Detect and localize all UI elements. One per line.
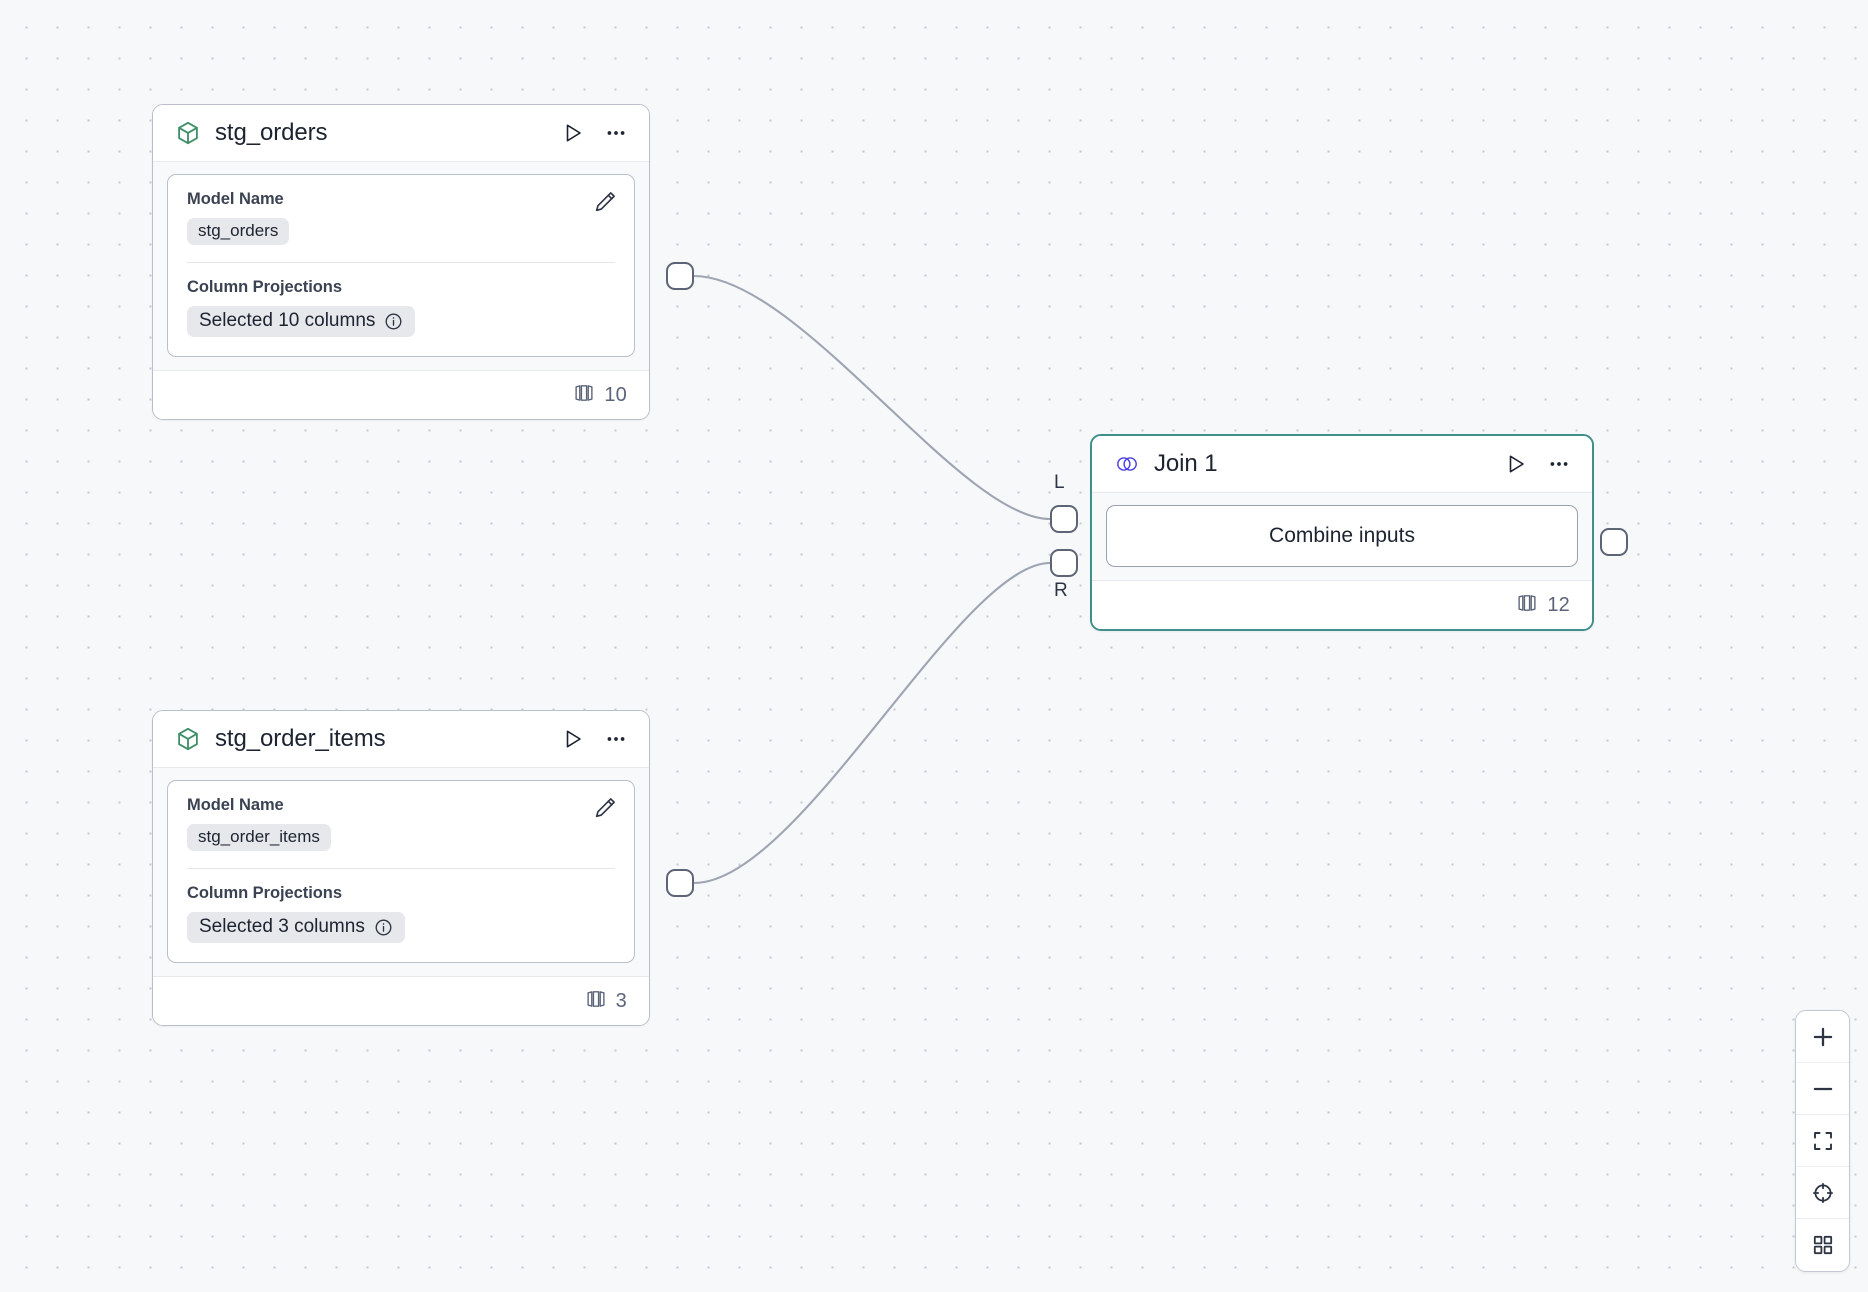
model-config-panel: Model Name stg_orders Column Projections…	[167, 174, 635, 358]
column-projections-text: Selected 3 columns	[199, 916, 365, 938]
info-icon[interactable]	[374, 918, 393, 937]
input-port-label-right: R	[1054, 580, 1068, 601]
node-footer: 12	[1092, 580, 1592, 629]
node-header: Join 1	[1092, 436, 1592, 493]
node-title: Join 1	[1154, 450, 1218, 477]
node-header: stg_order_items	[153, 711, 649, 768]
node-footer: 3	[153, 976, 649, 1026]
more-options-button[interactable]	[603, 121, 629, 145]
run-button[interactable]	[559, 725, 587, 753]
node-title: stg_orders	[215, 119, 328, 146]
info-icon[interactable]	[384, 312, 403, 331]
columns-icon	[585, 988, 607, 1015]
run-button[interactable]	[559, 119, 587, 147]
model-name-value[interactable]: stg_orders	[187, 218, 290, 245]
column-projections-text: Selected 10 columns	[199, 310, 376, 332]
input-port-label-left: L	[1054, 472, 1065, 493]
panel-divider	[187, 262, 615, 264]
combine-inputs-button[interactable]: Combine inputs	[1106, 505, 1578, 567]
edit-icon[interactable]	[592, 189, 618, 215]
node-stg-orders[interactable]: stg_orders	[152, 104, 650, 421]
toggle-grid-icon[interactable]	[1796, 1219, 1849, 1271]
node-footer: 10	[153, 370, 649, 420]
output-port-join-1[interactable]	[1600, 528, 1628, 556]
edge-stg-order-items-to-join-right	[692, 561, 1052, 885]
more-options-button[interactable]	[603, 727, 629, 751]
column-count: 12	[1547, 593, 1570, 616]
cube-icon	[175, 726, 201, 752]
column-count: 3	[615, 989, 627, 1012]
edit-icon[interactable]	[592, 795, 618, 821]
node-join-1[interactable]: Join 1 Combine inputs	[1090, 434, 1594, 631]
model-name-value[interactable]: stg_order_items	[187, 824, 331, 851]
zoom-out-button[interactable]	[1796, 1063, 1849, 1115]
node-header: stg_orders	[153, 105, 649, 162]
center-view-icon[interactable]	[1796, 1167, 1849, 1219]
node-body: Combine inputs	[1092, 493, 1592, 580]
columns-icon	[1516, 592, 1538, 619]
column-projections-label: Column Projections	[187, 884, 342, 903]
run-button[interactable]	[1502, 450, 1530, 478]
column-projections-value[interactable]: Selected 3 columns	[187, 912, 405, 944]
panel-divider	[187, 868, 615, 870]
node-title: stg_order_items	[215, 725, 386, 752]
view-controls-panel[interactable]	[1795, 1010, 1850, 1272]
columns-icon	[573, 382, 595, 409]
column-count: 10	[604, 383, 627, 406]
zoom-in-button[interactable]	[1796, 1011, 1849, 1063]
node-body: Model Name stg_order_items Column Projec…	[153, 768, 649, 977]
output-port-stg-orders[interactable]	[666, 262, 694, 290]
model-name-label: Model Name	[187, 796, 284, 814]
output-port-stg-order-items[interactable]	[666, 869, 694, 897]
edge-stg-orders-to-join-left	[692, 274, 1052, 521]
more-options-button[interactable]	[1546, 452, 1572, 476]
fit-view-icon[interactable]	[1796, 1115, 1849, 1167]
column-projections-value[interactable]: Selected 10 columns	[187, 306, 416, 338]
input-port-right[interactable]	[1050, 549, 1078, 577]
model-config-panel: Model Name stg_order_items Column Projec…	[167, 780, 635, 964]
venn-icon	[1114, 451, 1140, 477]
column-projections-label: Column Projections	[187, 278, 342, 297]
node-body: Model Name stg_orders Column Projections…	[153, 162, 649, 371]
node-stg-order-items[interactable]: stg_order_items	[152, 710, 650, 1027]
input-port-left[interactable]	[1050, 505, 1078, 533]
model-name-label: Model Name	[187, 190, 284, 208]
cube-icon	[175, 120, 201, 146]
